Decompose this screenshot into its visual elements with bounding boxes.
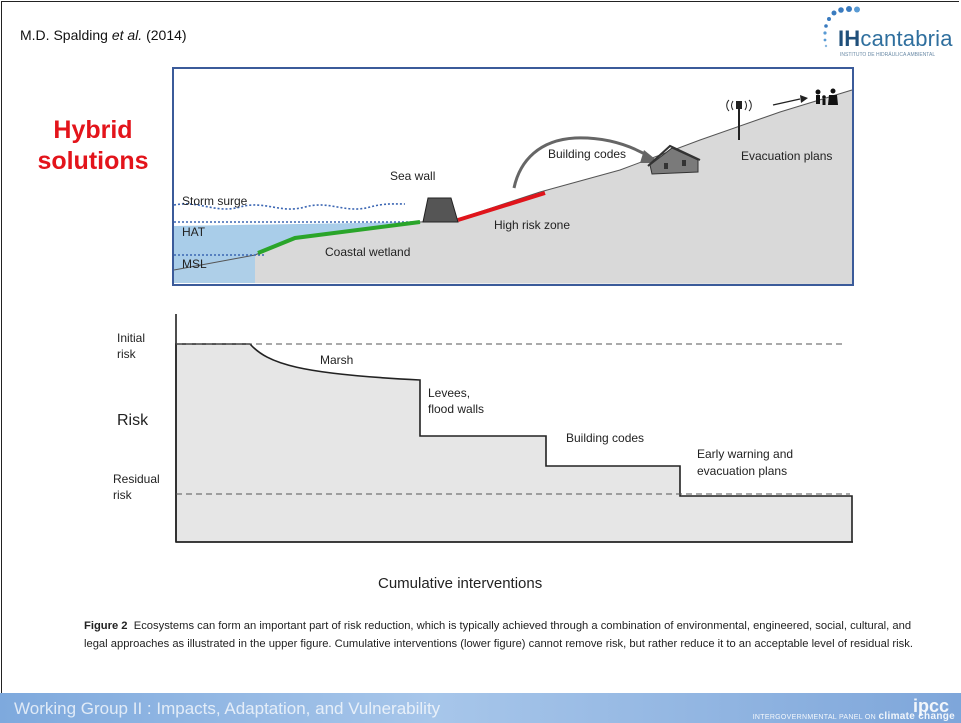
building-codes-arrow [512, 136, 651, 189]
label-initial-risk-1: Initial [117, 331, 145, 345]
label-evacuation-plans: Evacuation plans [741, 149, 832, 163]
label-initial-risk-2: risk [117, 347, 137, 361]
ih-cantabria-logo-icon [823, 6, 860, 48]
logo-wordmark: IHcantabria [838, 26, 953, 51]
label-building-codes-upper: Building codes [548, 147, 626, 161]
house-icon [647, 144, 701, 175]
footer-working-group: Working Group II : Impacts, Adaptation, … [14, 699, 441, 718]
citation-etal: et al. [111, 27, 143, 43]
label-early-warning-1: Early warning and [697, 447, 793, 461]
label-storm-surge: Storm surge [182, 194, 248, 208]
storm-surge-line [173, 203, 406, 210]
label-coastal-wetland: Coastal wetland [325, 245, 410, 259]
figure-caption: Figure 2 Ecosystems can form an importan… [84, 617, 934, 653]
sea-water-lower [174, 226, 255, 283]
sea-wall-icon [422, 197, 459, 223]
label-marsh: Marsh [320, 353, 353, 367]
citation-year: (2014) [146, 27, 187, 43]
label-levees-1: Levees, [428, 386, 470, 400]
label-residual-risk-2: risk [113, 488, 133, 502]
label-risk-axis: Risk [117, 412, 149, 429]
label-sea-wall: Sea wall [390, 169, 435, 183]
caption-text: Ecosystems can form an important part of… [84, 620, 913, 650]
footer-bar [0, 693, 961, 723]
footer-panel-prefix: INTERGOVERNMENTAL PANEL ON [752, 714, 877, 721]
people-icon [815, 88, 838, 105]
x-axis-label: Cumulative interventions [378, 575, 543, 592]
citation-author: M.D. Spalding [20, 27, 108, 43]
ipcc-logo: ipcc [912, 696, 949, 716]
footer-panel-climate: climate change [878, 711, 955, 722]
label-high-risk-zone: High risk zone [494, 218, 570, 232]
logo-subtitle: INSTITUTO DE HIDRÁULICA AMBIENTAL [840, 52, 936, 58]
title-line-2: solutions [37, 147, 149, 175]
title-line-1: Hybrid [53, 116, 133, 144]
label-early-warning-2: evacuation plans [697, 464, 787, 478]
citation: M.D. Spalding et al. (2014) [20, 27, 187, 43]
label-msl: MSL [182, 257, 207, 271]
sea-water [174, 222, 420, 270]
land-slope [174, 90, 852, 284]
label-hat: HAT [182, 225, 206, 239]
caption-label: Figure 2 [84, 620, 128, 632]
footer-panel-name: INTERGOVERNMENTAL PANEL ON climate chang… [753, 711, 955, 722]
label-residual-risk-1: Residual [113, 472, 160, 486]
slide-title: Hybrid solutions [28, 115, 158, 177]
coastal-wetland-segment [257, 220, 421, 255]
high-risk-zone-segment [457, 191, 546, 222]
risk-area [175, 343, 853, 543]
evacuation-arrow [772, 98, 801, 106]
warning-tower-icon [726, 99, 752, 140]
label-levees-2: flood walls [428, 402, 484, 416]
label-building-codes-lower: Building codes [566, 431, 644, 445]
evacuation-arrowhead-icon [800, 95, 808, 103]
